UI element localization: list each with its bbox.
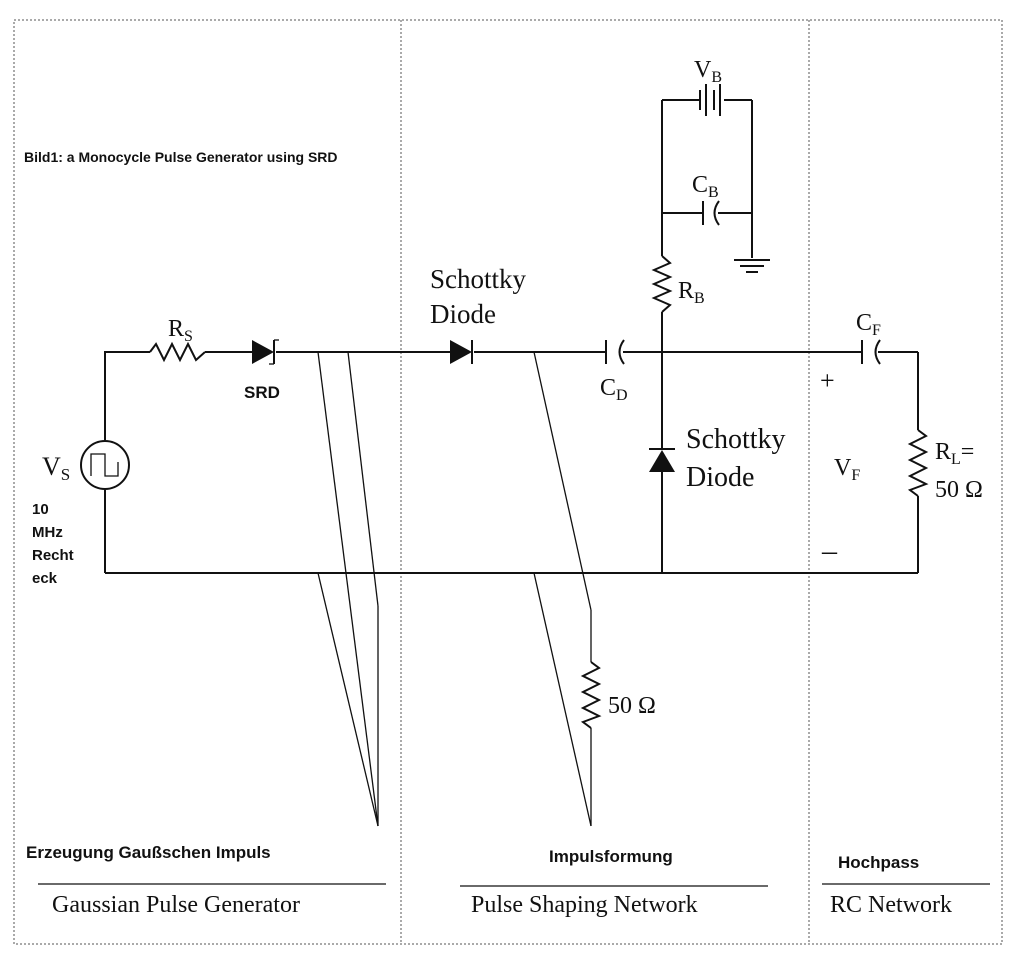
- svg-text:Diode: Diode: [686, 462, 754, 493]
- rl-label: RL=: [935, 439, 974, 468]
- rb-label: RB: [678, 278, 705, 307]
- caption: Bild1: a Monocycle Pulse Generator using…: [24, 149, 338, 165]
- section-shaping-english: Pulse Shaping Network: [471, 892, 698, 918]
- cf-label: CF: [856, 310, 881, 339]
- cb-label: CB: [692, 172, 719, 201]
- main-wiring: [104, 99, 919, 574]
- svg-text:Schottky: Schottky: [430, 264, 527, 294]
- svg-text:Recht: Recht: [32, 547, 74, 564]
- svg-text:MHz: MHz: [32, 524, 63, 541]
- schottky-diode-2-symbol: [649, 448, 675, 472]
- section-rc-german: Hochpass: [838, 853, 919, 872]
- shaping-delay-line: [533, 351, 592, 827]
- vb-label: VB: [694, 57, 722, 86]
- vs-source-symbol: [80, 440, 130, 490]
- srd-label: SRD: [244, 383, 280, 402]
- section-rc-english: RC Network: [830, 892, 952, 918]
- vf-label: VF: [834, 455, 860, 484]
- rl-resistor-symbol: [907, 429, 929, 497]
- rl-value: 50 Ω: [935, 477, 983, 503]
- section-gaussian: Erzeugung Gaußschen Impuls Gaussian Puls…: [26, 843, 386, 918]
- cd-capacitor-symbol: [605, 339, 625, 365]
- schottky-diode-1-symbol: [450, 340, 473, 364]
- schottky-diode-2-label: Schottky Diode: [686, 424, 786, 493]
- section-shaping-german: Impulsformung: [549, 847, 673, 866]
- rs-resistor-symbol: [149, 341, 206, 363]
- svg-text:Diode: Diode: [430, 299, 496, 329]
- section-gaussian-german: Erzeugung Gaußschen Impuls: [26, 843, 271, 862]
- outer-frame: [13, 19, 1003, 945]
- vs-label: VS: [42, 452, 70, 484]
- rb-resistor-symbol: [651, 255, 673, 313]
- cf-capacitor-symbol: [861, 339, 881, 365]
- svg-text:Schottky: Schottky: [686, 424, 786, 455]
- termination-resistor-label: 50 Ω: [608, 693, 656, 719]
- cd-label: CD: [600, 375, 628, 404]
- ground-icon: [734, 259, 770, 273]
- srd-delay-line: [317, 351, 379, 827]
- vb-battery-symbol: [699, 84, 721, 116]
- srd-diode-symbol: [252, 339, 279, 365]
- source-frequency-label: 10 MHz Recht eck: [32, 501, 74, 587]
- rs-label: RS: [168, 316, 193, 345]
- cb-capacitor-symbol: [702, 200, 720, 226]
- section-shaping: Impulsformung Pulse Shaping Network: [460, 847, 768, 918]
- plus-sign: +: [820, 366, 835, 395]
- termination-resistor-symbol: [580, 661, 602, 729]
- section-rc: Hochpass RC Network: [822, 853, 990, 918]
- svg-text:10: 10: [32, 501, 49, 518]
- schottky-diode-1-label: Schottky Diode: [430, 264, 527, 329]
- section-gaussian-english: Gaussian Pulse Generator: [52, 892, 300, 918]
- svg-text:eck: eck: [32, 570, 58, 587]
- minus-sign: –: [821, 534, 838, 567]
